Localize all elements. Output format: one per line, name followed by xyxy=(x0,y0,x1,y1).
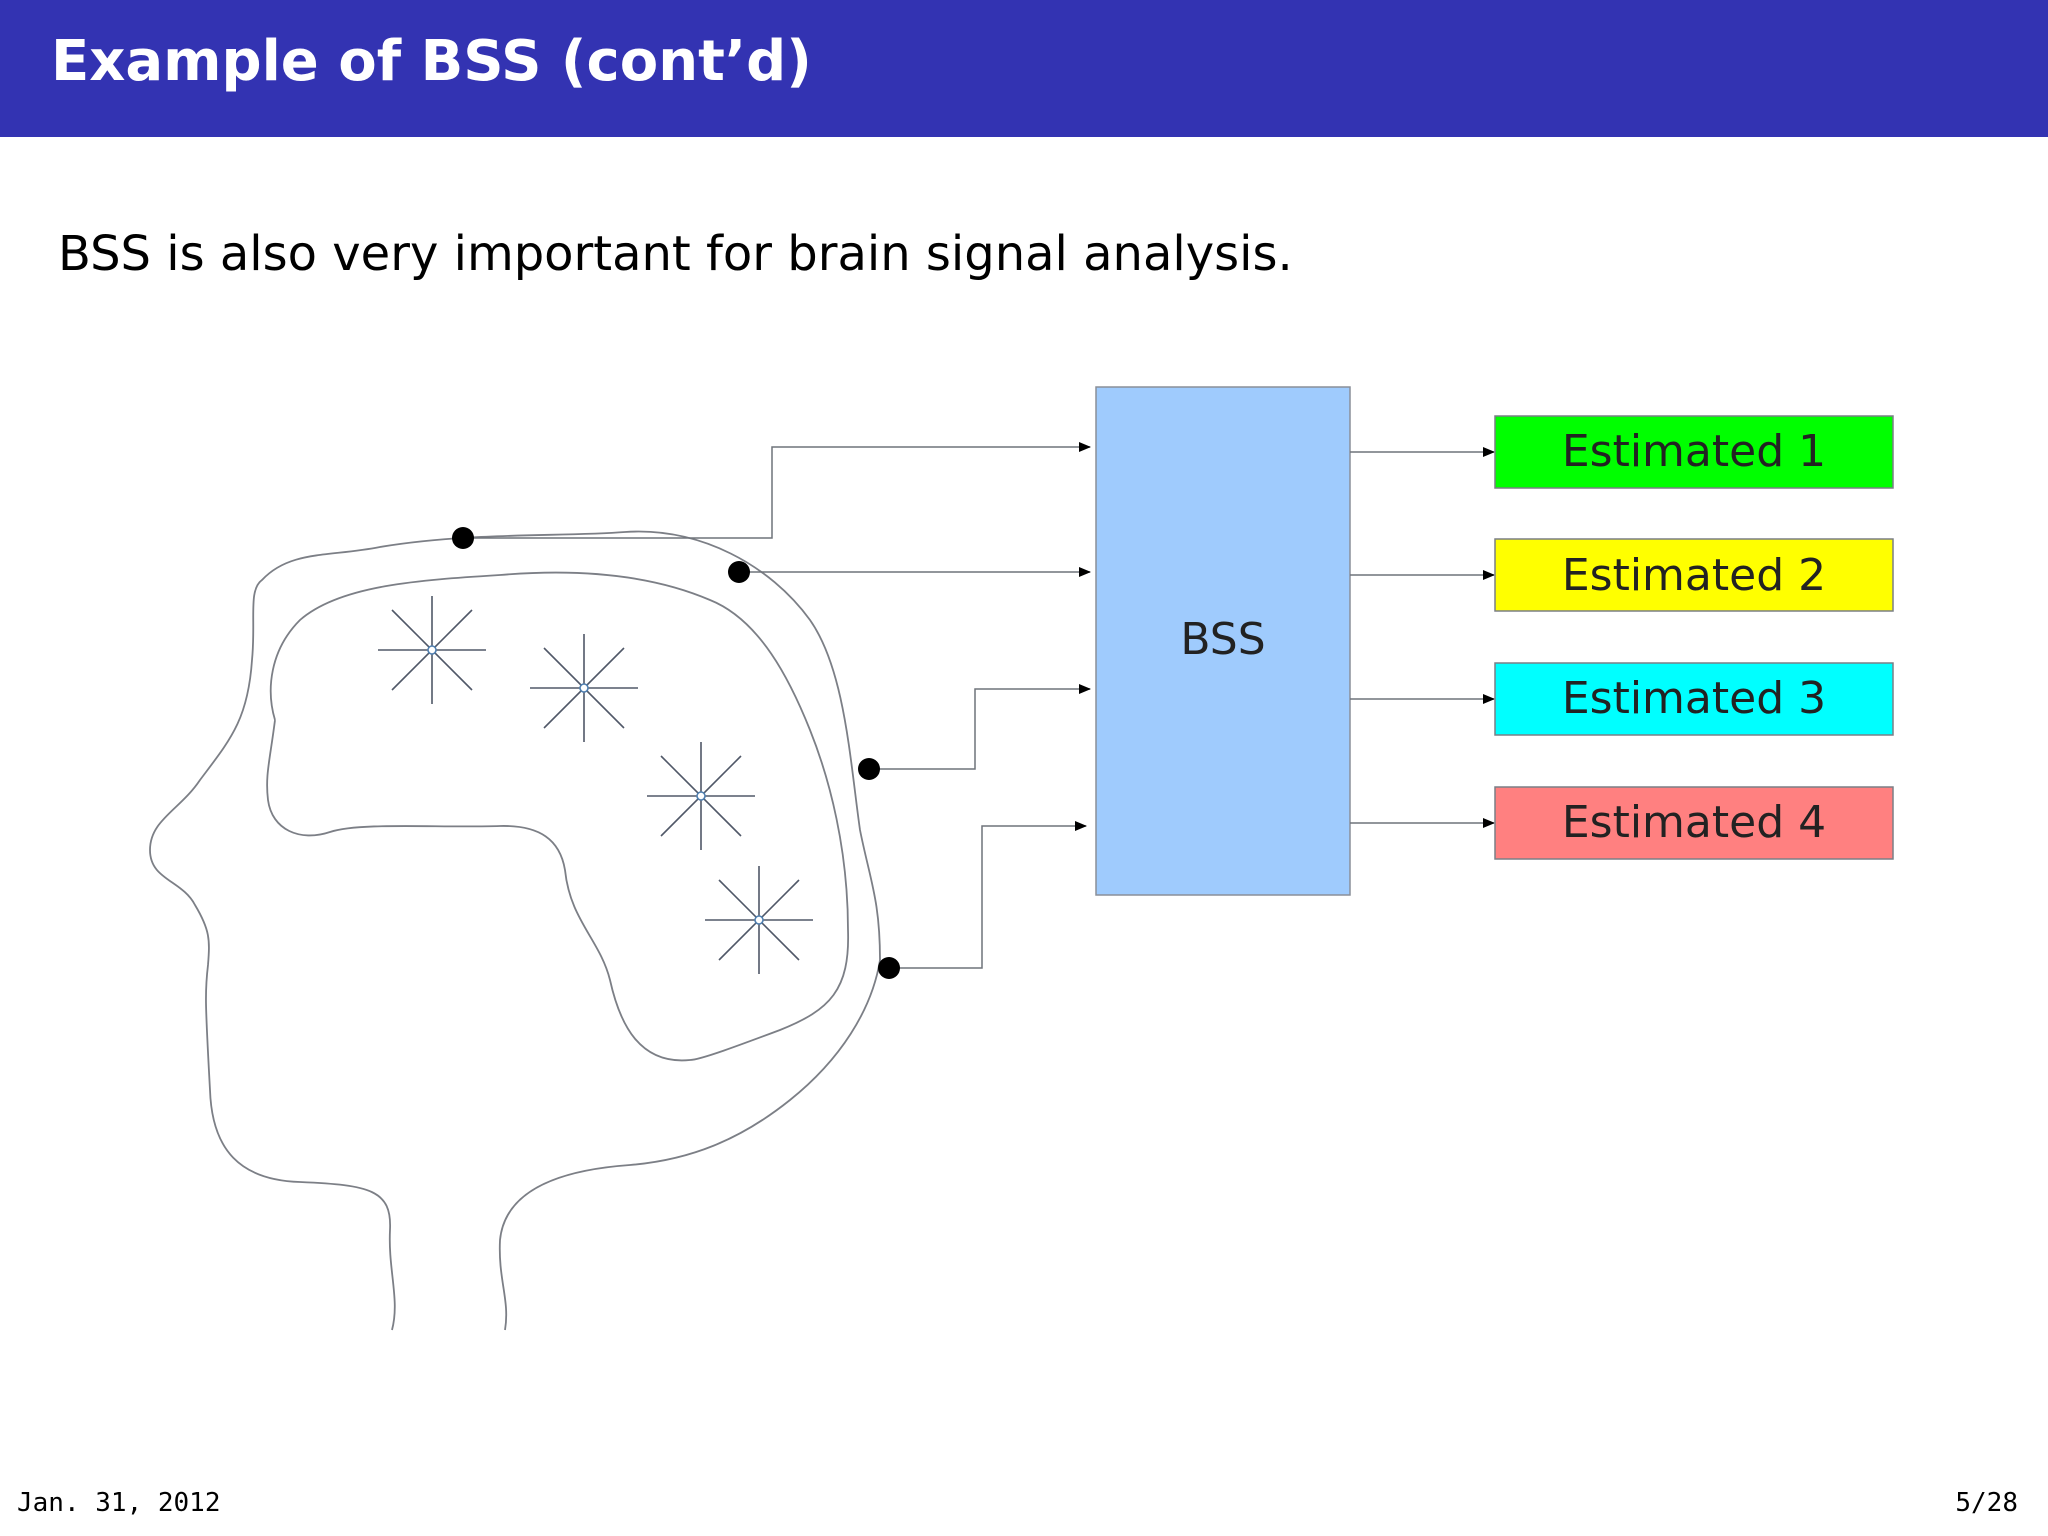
slide-body-text: BSS is also very important for brain sig… xyxy=(58,226,1293,282)
title-bar: Example of BSS (cont’d) xyxy=(0,0,2048,137)
output-box-1: Estimated 1 xyxy=(1494,415,1894,489)
slide-title: Example of BSS (cont’d) xyxy=(51,29,812,94)
footer-page-number: 5/28 xyxy=(1955,1488,2018,1518)
bss-box-label: BSS xyxy=(1180,614,1265,665)
output-box-4-label: Estimated 4 xyxy=(1562,797,1826,848)
output-box-2-label: Estimated 2 xyxy=(1562,550,1826,601)
sensor-wire-4 xyxy=(889,821,1087,969)
output-box-3: Estimated 3 xyxy=(1494,662,1894,736)
source-star-4 xyxy=(704,865,814,975)
sensor-electrode-1 xyxy=(452,527,474,549)
source-star-2 xyxy=(529,633,639,743)
footer-date: Jan. 31, 2012 xyxy=(17,1488,221,1518)
bss-box xyxy=(1095,386,1351,896)
sensor-electrode-2 xyxy=(728,561,750,583)
sensor-wire-3 xyxy=(869,684,1091,770)
source-star-3 xyxy=(646,741,756,851)
output-box-1-label: Estimated 1 xyxy=(1562,426,1826,477)
sensor-electrode-3 xyxy=(858,758,880,780)
output-box-4: Estimated 4 xyxy=(1494,786,1894,860)
source-star-1 xyxy=(377,595,487,705)
sensor-electrode-4 xyxy=(878,957,900,979)
brain-outline xyxy=(266,571,849,1062)
output-box-3-label: Estimated 3 xyxy=(1562,673,1826,724)
output-box-2: Estimated 2 xyxy=(1494,538,1894,612)
head-outline xyxy=(149,530,881,1331)
sensor-wire-1 xyxy=(463,442,1091,539)
